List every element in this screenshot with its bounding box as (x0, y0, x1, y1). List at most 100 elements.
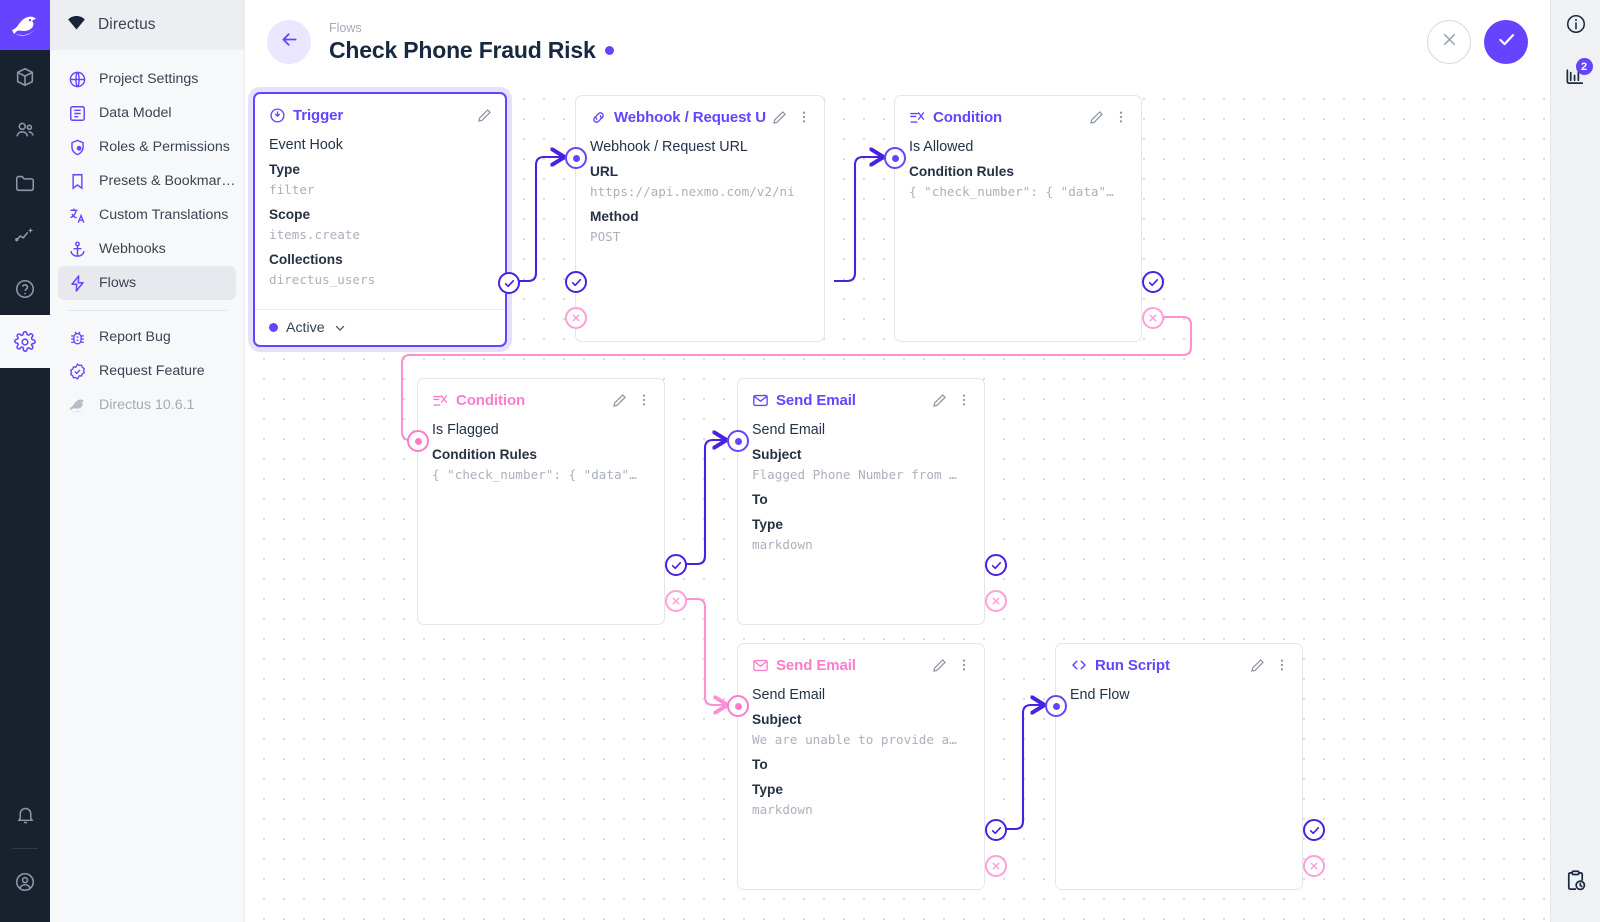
sidebar-item-project-settings[interactable]: Project Settings (58, 62, 236, 96)
node-header: Send Email (738, 379, 984, 421)
rail-item-content[interactable] (0, 50, 50, 103)
sidebar-item-label: Request Feature (99, 363, 205, 379)
edit-icon[interactable] (476, 107, 493, 124)
node-type-label: Condition (456, 391, 526, 409)
flow-node-webhook[interactable]: Webhook / Request U Webhook / Request UR… (565, 95, 825, 342)
list-box-icon (67, 103, 87, 123)
sidebar-item-presets-bookmarks[interactable]: Presets & Bookmar… (58, 164, 236, 198)
cancel-button[interactable] (1427, 20, 1471, 64)
flow-node-send-email-unable[interactable]: Send Email Send Email Subject We are una… (727, 643, 1007, 890)
activity-log-button[interactable] (1551, 857, 1600, 909)
flow-status-dot (604, 45, 614, 55)
edit-icon[interactable] (1249, 657, 1266, 674)
port-resolve[interactable] (498, 272, 520, 294)
sidebar-item-report-bug[interactable]: Report Bug (58, 320, 236, 354)
save-button[interactable] (1484, 20, 1528, 64)
node-body: Webhook / Request URL URL https://api.ne… (576, 138, 824, 257)
sidebar-divider (67, 310, 227, 311)
more-options-icon[interactable] (1274, 657, 1290, 673)
node-type-label: Run Script (1095, 656, 1170, 674)
sidebar-item-request-feature[interactable]: Request Feature (58, 354, 236, 388)
sidebar-item-webhooks[interactable]: Webhooks (58, 232, 236, 266)
rail-divider (12, 848, 38, 849)
more-options-icon[interactable] (636, 392, 652, 408)
port-input[interactable] (727, 430, 749, 452)
port-reject[interactable] (1142, 307, 1164, 329)
sidebar-item-data-model[interactable]: Data Model (58, 96, 236, 130)
rail-item-settings[interactable] (0, 315, 50, 368)
port-resolve[interactable] (565, 271, 587, 293)
check-icon (1496, 29, 1517, 55)
node-type-label: Condition (933, 108, 1003, 126)
flow-node-condition-allowed[interactable]: Condition Is Allowed Condition Rules { "… (884, 95, 1164, 342)
node-body: End Flow (1056, 686, 1302, 718)
rail-item-users[interactable] (0, 103, 50, 156)
port-input[interactable] (1045, 695, 1067, 717)
node-header-actions (771, 109, 812, 126)
port-resolve[interactable] (665, 554, 687, 576)
rail-item-insights[interactable] (0, 209, 50, 262)
flow-node-trigger[interactable]: Trigger Event Hook Type filter Scope ite… (253, 92, 520, 347)
back-button[interactable] (267, 20, 311, 64)
edit-icon[interactable] (1088, 109, 1105, 126)
sidebar-item-roles-permissions[interactable]: Roles & Permissions (58, 130, 236, 164)
field-label: Subject (752, 712, 802, 727)
port-input[interactable] (727, 695, 749, 717)
port-reject[interactable] (665, 590, 687, 612)
node-header-actions (931, 392, 972, 409)
port-input[interactable] (884, 147, 906, 169)
more-options-icon[interactable] (956, 392, 972, 408)
node-body: Event Hook Type filter Scope items.creat… (255, 136, 505, 309)
edit-icon[interactable] (611, 392, 628, 409)
bookmark-icon (67, 171, 87, 191)
port-reject[interactable] (1303, 855, 1325, 877)
flow-logs-toggle[interactable]: 2 (1551, 52, 1600, 104)
sidebar-item-label: Presets & Bookmar… (99, 173, 236, 189)
node-type-label: Send Email (776, 391, 856, 409)
port-reject[interactable] (565, 307, 587, 329)
port-input[interactable] (565, 147, 587, 169)
sidebar-version: Directus 10.6.1 (58, 388, 236, 422)
edit-icon[interactable] (931, 657, 948, 674)
rail-item-docs[interactable] (0, 262, 50, 315)
node-type-label: Send Email (776, 656, 856, 674)
port-resolve[interactable] (1142, 271, 1164, 293)
node-header: Condition (895, 96, 1141, 138)
sidebar-item-custom-translations[interactable]: Custom Translations (58, 198, 236, 232)
breadcrumb[interactable]: Flows (329, 20, 362, 35)
port-input[interactable] (407, 430, 429, 452)
field-label: Subject (752, 447, 802, 462)
port-reject[interactable] (985, 590, 1007, 612)
directus-logo[interactable] (0, 0, 50, 50)
flow-node-send-email-flagged[interactable]: Send Email Send Email Subject Flagged Ph… (727, 378, 1007, 625)
port-resolve[interactable] (985, 819, 1007, 841)
more-options-icon[interactable] (956, 657, 972, 673)
node-header-actions (931, 657, 972, 674)
chevron-down-icon[interactable] (333, 321, 347, 335)
node-type-label: Webhook / Request U (614, 108, 767, 126)
port-resolve[interactable] (985, 554, 1007, 576)
field-label: Condition Rules (432, 447, 537, 462)
flow-node-condition-flagged[interactable]: Condition Is Flagged Condition Rules { "… (407, 378, 687, 625)
edit-icon[interactable] (771, 109, 788, 126)
flow-editor: Trigger Event Hook Type filter Scope ite… (245, 0, 1550, 922)
sidebar-item-label: Project Settings (99, 71, 199, 87)
rail-item-account[interactable] (0, 855, 50, 908)
info-sidebar-toggle[interactable] (1551, 0, 1600, 52)
sidebar-item-flows[interactable]: Flows (58, 266, 236, 300)
trigger-status-toggle[interactable]: Active (255, 309, 505, 345)
port-reject[interactable] (985, 855, 1007, 877)
bug-icon (67, 327, 87, 347)
flow-node-run-script[interactable]: Run Script End Flow (1045, 643, 1325, 890)
field-label: Condition Rules (909, 164, 1014, 179)
rail-item-notifications[interactable] (0, 789, 50, 842)
node-name: Webhook / Request URL (590, 139, 748, 155)
more-options-icon[interactable] (796, 109, 812, 125)
port-resolve[interactable] (1303, 819, 1325, 841)
page-title-row: Check Phone Fraud Risk (329, 37, 614, 64)
field-label: Scope (269, 207, 311, 222)
edit-icon[interactable] (931, 392, 948, 409)
rail-item-files[interactable] (0, 156, 50, 209)
more-options-icon[interactable] (1113, 109, 1129, 125)
node-header: Send Email (738, 644, 984, 686)
